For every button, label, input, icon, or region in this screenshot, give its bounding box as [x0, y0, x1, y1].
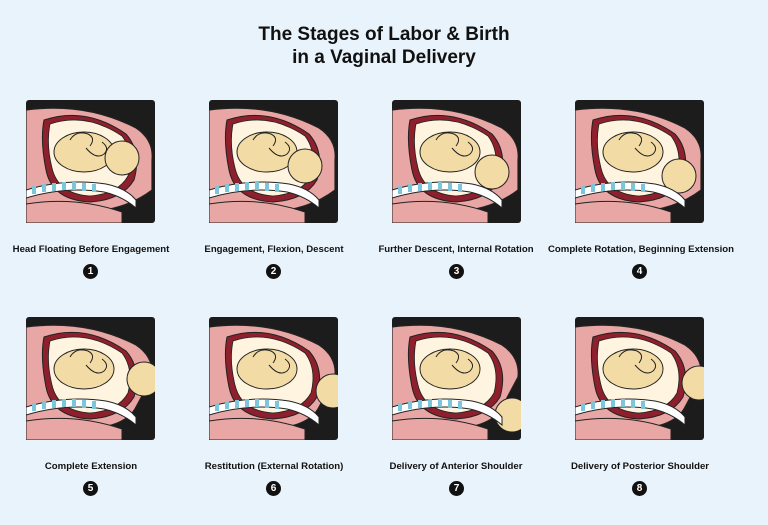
stage-1-illustration — [26, 100, 155, 223]
pelvic-outline — [392, 200, 489, 223]
fetus-head — [681, 365, 704, 401]
vertebrae — [32, 182, 96, 194]
pelvic-outline — [26, 200, 123, 223]
stage-1-label: Head Floating Before Engagement — [12, 244, 170, 255]
vertebrae — [215, 399, 279, 411]
stage-8-illustration — [575, 317, 704, 440]
stage-7-label: Delivery of Anterior Shoulder — [389, 461, 523, 472]
stage-6-number: 6 — [266, 481, 281, 496]
fetus-leg — [435, 132, 460, 147]
pelvic-outline — [575, 417, 672, 440]
stage-1-number: 1 — [83, 264, 98, 279]
stage-4-illustration — [575, 100, 704, 223]
vertebrae — [398, 399, 462, 411]
fetus-arm — [634, 358, 657, 374]
stage-5-label: Complete Extension — [44, 461, 138, 472]
stage-2-number: 2 — [266, 264, 281, 279]
fetus-leg — [252, 349, 277, 364]
fetus-body — [53, 131, 115, 173]
stage-7-illustration — [392, 317, 521, 440]
pelvic-outline — [575, 200, 672, 223]
fetus-body — [602, 131, 664, 173]
pelvic-outline — [26, 417, 123, 440]
fetus-head — [474, 154, 510, 190]
pelvic-outline — [209, 417, 306, 440]
stage-2-label: Engagement, Flexion, Descent — [204, 244, 344, 255]
fetus-head — [126, 361, 155, 397]
fetus-body — [53, 348, 115, 390]
fetus-head — [104, 140, 140, 176]
vertebrae — [32, 399, 96, 411]
fetus-leg — [252, 132, 277, 147]
stage-8-number: 8 — [632, 481, 647, 496]
stage-5-illustration — [26, 317, 155, 440]
vertebrae — [581, 399, 645, 411]
fetus-leg — [69, 132, 94, 147]
fetus-leg — [435, 349, 460, 364]
page-title-line-1: The Stages of Labor & Birth — [258, 24, 510, 45]
stage-6-label: Restitution (External Rotation) — [204, 461, 344, 472]
fetus-leg — [618, 132, 643, 147]
fetus-arm — [634, 141, 657, 157]
fetus-body — [419, 348, 481, 390]
fetus-head — [661, 158, 697, 194]
fetus-body — [236, 348, 298, 390]
fetus-leg — [618, 349, 643, 364]
fetus-arm — [451, 358, 474, 374]
stage-5-number: 5 — [83, 481, 98, 496]
fetus-head — [287, 148, 323, 184]
page-title-line-2: in a Vaginal Delivery — [292, 47, 476, 68]
stage-2-illustration — [209, 100, 338, 223]
fetus-arm — [85, 358, 108, 374]
stage-3-number: 3 — [449, 264, 464, 279]
fetus-arm — [85, 141, 108, 157]
vertebrae — [581, 182, 645, 194]
pelvic-outline — [392, 417, 489, 440]
fetus-head — [315, 373, 338, 409]
stage-4-label: Complete Rotation, Beginning Extension — [548, 244, 735, 255]
fetus-arm — [268, 358, 291, 374]
vertebrae — [215, 182, 279, 194]
vertebrae — [398, 182, 462, 194]
fetus-body — [602, 348, 664, 390]
stage-3-label: Further Descent, Internal Rotation — [378, 244, 534, 255]
stage-6-illustration — [209, 317, 338, 440]
fetus-body — [419, 131, 481, 173]
stage-8-label: Delivery of Posterior Shoulder — [570, 461, 710, 472]
pelvic-outline — [209, 200, 306, 223]
stage-4-number: 4 — [632, 264, 647, 279]
fetus-arm — [268, 141, 291, 157]
fetus-arm — [451, 141, 474, 157]
stage-3-illustration — [392, 100, 521, 223]
fetus-leg — [69, 349, 94, 364]
stage-7-number: 7 — [449, 481, 464, 496]
